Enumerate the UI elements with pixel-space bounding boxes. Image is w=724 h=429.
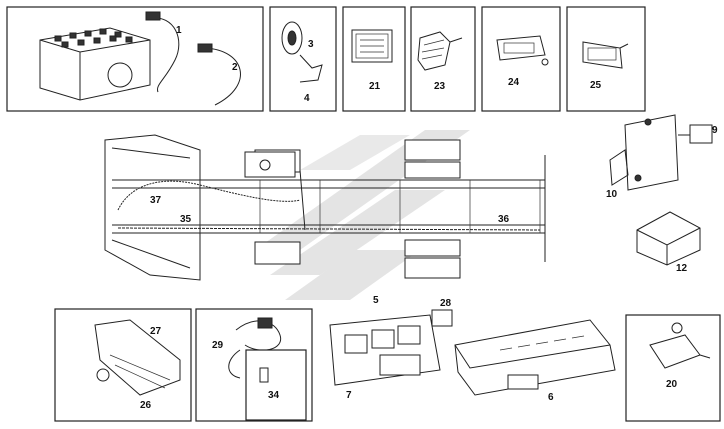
callout-6: 6 xyxy=(548,392,554,403)
callout-27: 27 xyxy=(150,326,162,337)
lamp-25-box: 25 xyxy=(566,6,646,112)
callout-23: 23 xyxy=(434,81,446,92)
lamp-24-box: 24 xyxy=(481,6,561,112)
callout-5: 5 xyxy=(373,295,379,306)
callout-9: 9 xyxy=(712,125,718,136)
cable-2 xyxy=(204,47,241,106)
chassis-harness: 37 35 36 xyxy=(104,134,546,281)
fuse-box-6: 6 xyxy=(454,319,616,403)
callout-28: 28 xyxy=(440,298,452,309)
cover-12: 12 xyxy=(636,211,701,274)
callout-37: 37 xyxy=(150,195,162,206)
relay-plate: 9 10 xyxy=(606,114,718,200)
callout-7: 7 xyxy=(346,390,352,401)
terminal-clamp-1 xyxy=(145,11,161,21)
callout-2: 2 xyxy=(232,62,238,73)
callout-34: 34 xyxy=(268,390,280,401)
callout-36: 36 xyxy=(498,214,510,225)
lamp-20-box: 20 xyxy=(625,314,721,422)
terminal-clamp-2 xyxy=(197,43,213,53)
callout-3: 3 xyxy=(308,39,314,50)
cable-1 xyxy=(149,17,180,93)
callout-21: 21 xyxy=(369,81,381,92)
callout-10: 10 xyxy=(606,189,618,200)
horn-box: 3 4 xyxy=(269,6,337,112)
callout-29: 29 xyxy=(212,340,224,351)
socket-29-box: 29 34 xyxy=(195,308,313,422)
lamp-21-box: 21 xyxy=(342,6,406,112)
callout-26: 26 xyxy=(140,400,152,411)
relay-board: 5 28 7 xyxy=(329,295,453,401)
callout-1: 1 xyxy=(176,25,182,36)
battery-terminals xyxy=(54,28,133,48)
callout-12: 12 xyxy=(676,263,688,274)
lamp-23-box: 23 xyxy=(410,6,476,112)
callout-35: 35 xyxy=(180,214,192,225)
battery-box: 1 2 xyxy=(6,6,264,112)
bracket-26-27-box: 27 26 xyxy=(54,308,192,422)
callout-25: 25 xyxy=(590,80,602,91)
callout-20: 20 xyxy=(666,379,678,390)
callout-24: 24 xyxy=(508,77,520,88)
callout-4: 4 xyxy=(304,93,310,104)
